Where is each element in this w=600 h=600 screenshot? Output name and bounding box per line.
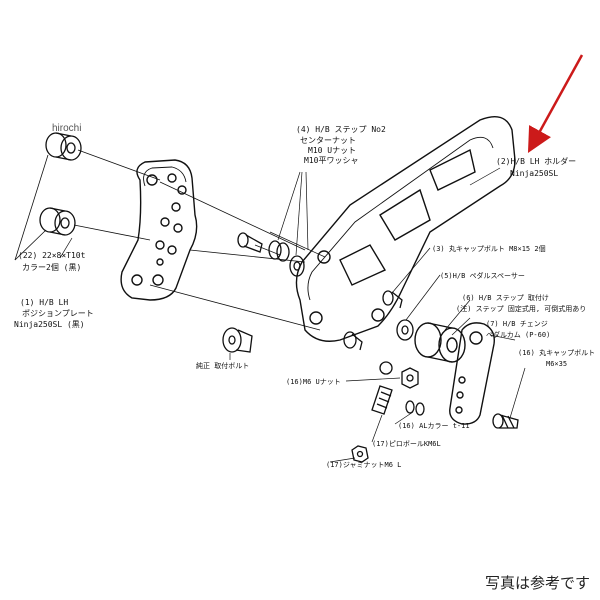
label-p6-line2: (注) ステップ 固定式用, 可倒式用あり	[456, 304, 586, 313]
label-p16a-line1: (16) 丸キャップボルト	[518, 348, 595, 357]
label-p4-line3: M10 Uナット	[308, 146, 356, 155]
stock-mount-bolt	[222, 327, 253, 353]
label-p7-line2: ペダルカム (P-60)	[486, 330, 550, 339]
label-p6-line1: (6) H/B ステップ 取付け	[462, 293, 549, 302]
label-leader-lines	[59, 167, 526, 463]
label-p17a: (17)ピロボールKM6L	[372, 440, 441, 448]
label-p1: (1) H/B LH ポジションプレート Ninja250SL (黒)	[14, 298, 94, 329]
collar-leader-lines	[14, 149, 161, 261]
mount-bolt-upper	[237, 232, 263, 253]
label-p1-line3: Ninja250SL (黒)	[14, 320, 85, 329]
collar-bottom	[39, 207, 76, 236]
label-p7-line1: (7) H/B チェンジ	[486, 320, 548, 328]
center-nut-washer	[268, 240, 305, 277]
position-plate	[120, 159, 198, 301]
collar-top	[45, 132, 82, 161]
label-p5: (5)H/B ペダルスペーサー	[440, 271, 525, 280]
label-p3: (3) 丸キャップボルト M8×15 2個	[432, 244, 546, 253]
label-p4-line2: センターナット	[300, 136, 356, 145]
label-p22: (22) 22×8×T10t カラー2個 (黒)	[18, 251, 86, 272]
label-p4-line4: M10平ワッシャ	[304, 156, 358, 165]
cap-bolt-set	[343, 290, 403, 351]
pedal-spacer	[396, 319, 414, 341]
pedal-cam	[449, 322, 495, 425]
label-p4: (4) H/B ステップ No2 センターナット M10 Uナット M10平ワッ…	[296, 125, 386, 165]
label-p16a-line2: M6×35	[546, 360, 567, 368]
label-p1-line1: (1) H/B LH	[20, 298, 68, 307]
cap-bolt-m6	[492, 413, 519, 429]
label-p4-line1: (4) H/B ステップ No2	[296, 125, 386, 134]
label-p17b: (17)ジャミナットM6 L	[326, 461, 401, 469]
al-collar	[405, 400, 425, 416]
red-arrow	[527, 54, 584, 153]
label-stock-bolt: 純正 取付ボルト	[196, 361, 249, 370]
jam-nut	[351, 445, 369, 463]
label-p22-line2: カラー2個 (黒)	[22, 262, 81, 272]
label-p16b: (16)M6 Uナット	[286, 378, 341, 386]
step-cylinder	[414, 322, 466, 363]
label-p16a: (16) 丸キャップボルト M6×35	[518, 348, 595, 368]
label-p16c: (16) ALカラー t-11	[398, 422, 470, 430]
watermark-text: hirochi	[52, 123, 81, 134]
label-p22-line1: (22) 22×8×T10t	[18, 251, 86, 260]
label-p2: (2)H/B LH ホルダー Ninja250SL	[496, 156, 576, 178]
m6-nut	[401, 367, 419, 389]
holder-bracket	[295, 116, 516, 342]
label-p1-line2: ポジションプレート	[22, 309, 94, 318]
label-p7: (7) H/B チェンジ ペダルカム (P-60)	[486, 320, 550, 339]
pillow-ball	[371, 361, 393, 415]
label-p2-line1: (2)H/B LH ホルダー	[496, 156, 576, 166]
label-p6: (6) H/B ステップ 取付け (注) ステップ 固定式用, 可倒式用あり	[456, 293, 586, 313]
label-p2-line2: Ninja250SL	[510, 169, 558, 178]
photo-reference-note: 写真は参考です	[484, 574, 590, 592]
